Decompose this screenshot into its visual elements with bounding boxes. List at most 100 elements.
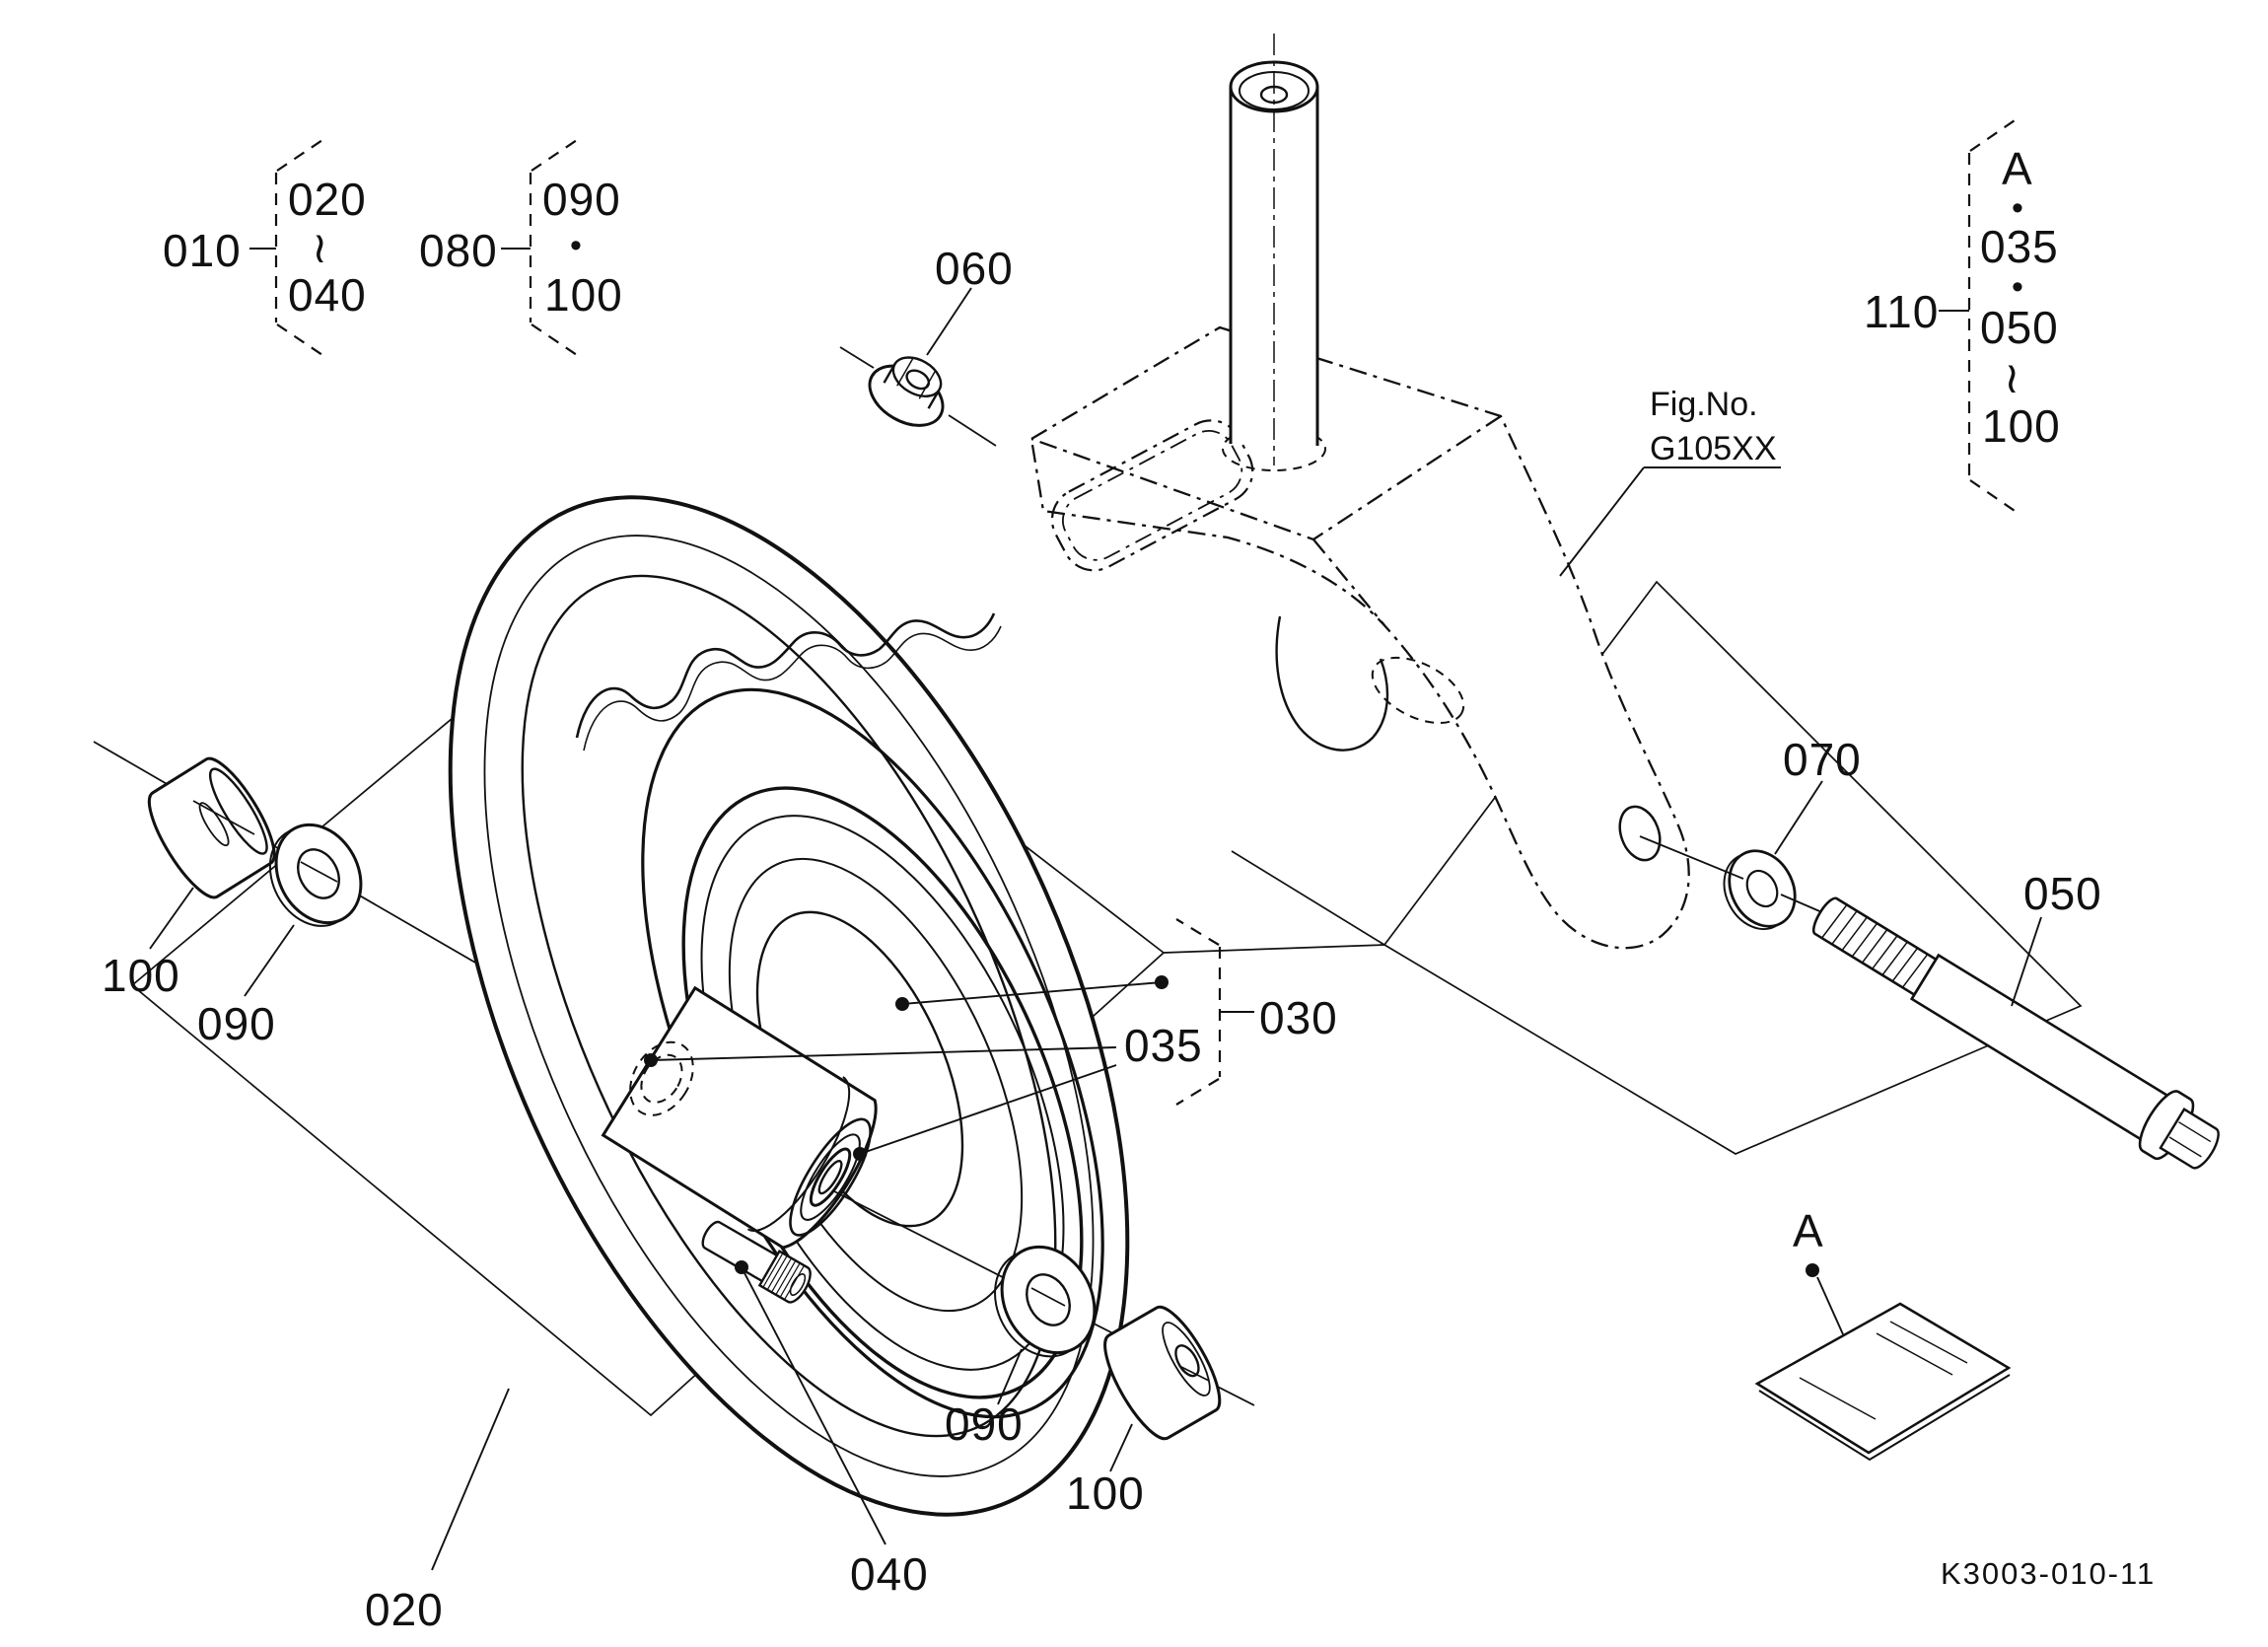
bracket-080 (529, 137, 581, 358)
callout-a-sheet[interactable]: A (1793, 1205, 1824, 1256)
washer-fork-hole (1745, 869, 1779, 908)
callout-060[interactable]: 060 (935, 243, 1014, 294)
callout-020[interactable]: 020 (365, 1584, 444, 1635)
callout-070[interactable]: 070 (1783, 734, 1862, 785)
bearing-outer-race (789, 1117, 872, 1237)
callout-080-item-sep: • (570, 227, 582, 264)
washer-right-hole (1026, 1273, 1071, 1326)
nut-axis-line (839, 346, 997, 447)
callout-110-item-050[interactable]: 050 (1980, 302, 2059, 353)
group-brackets (249, 117, 2019, 1106)
fork-near-prong (1275, 615, 1389, 752)
rim-section-profile (575, 612, 996, 739)
bushing-right (1103, 1305, 1222, 1441)
callout-group-080[interactable]: 080 (419, 225, 498, 276)
valve-cap-knurl (762, 1253, 805, 1300)
stem-body-sides (1229, 87, 1319, 446)
bracket-010 (274, 137, 326, 358)
callout-010-item-040[interactable]: 040 (288, 269, 367, 321)
bearing-inner-race (800, 1133, 861, 1221)
tire-sidewall-edge (521, 574, 1057, 1438)
washer-left (268, 823, 363, 927)
hub-step-arc (746, 1076, 851, 1232)
valve-cap-face (789, 1273, 807, 1296)
drawing-code: K3003-010-11 (1941, 1556, 2156, 1591)
callout-090-right[interactable]: 090 (945, 1398, 1024, 1450)
fork-hidden-axle-hole (1371, 656, 1465, 725)
leader-030 (901, 981, 1163, 1005)
section-panel-notch (1163, 850, 1385, 954)
callout-110-item-a[interactable]: A (2002, 143, 2033, 194)
washer-fork (1723, 849, 1797, 931)
tire-outline (448, 495, 1130, 1517)
bearing-bore-ring (809, 1147, 852, 1207)
dot-030-part (895, 997, 909, 1011)
callout-100-right[interactable]: 100 (1066, 1468, 1145, 1519)
callout-040[interactable]: 040 (850, 1548, 929, 1600)
dot-035-hidden (644, 1053, 658, 1067)
callout-100-left[interactable]: 100 (102, 950, 180, 1001)
bearing-bore (817, 1160, 843, 1195)
fork-side-slot (1050, 419, 1254, 572)
axis-through-left-parts (192, 800, 338, 883)
fig-ref-line1: Fig.No. (1650, 386, 1758, 423)
callout-group-010[interactable]: 010 (163, 225, 242, 276)
callout-group-110[interactable]: 110 (1864, 286, 1939, 337)
rim-section-profile-inner (583, 625, 1002, 752)
sheet-underside (1758, 1374, 2011, 1462)
fig-ref-line2[interactable]: G105XX (1650, 430, 1777, 467)
instruction-sheet (1754, 1302, 2012, 1462)
hidden-bearing-outline (629, 1040, 694, 1116)
sheet-text-lines (1799, 1321, 1968, 1420)
bolt-threaded-end (1811, 896, 1939, 997)
callout-010-item-sep: ≀ (312, 224, 328, 272)
bushing-left (147, 756, 276, 899)
fork-slot-outer (1050, 419, 1254, 572)
callout-090-left[interactable]: 090 (197, 998, 276, 1049)
dot-030-bracket (1155, 975, 1169, 989)
axis-through-right-parts (1030, 1287, 1210, 1382)
bushing-right-bore (1174, 1344, 1200, 1378)
axle-bolt (1811, 896, 2220, 1170)
callout-110-item-035[interactable]: 035 (1980, 221, 2059, 272)
callout-110-item-100[interactable]: 100 (1982, 400, 2061, 452)
washer-right (994, 1245, 1097, 1358)
callout-080-item-090[interactable]: 090 (542, 174, 621, 225)
fork-slot-inner (1062, 429, 1243, 561)
bushing-left-body (147, 756, 276, 899)
washer-left-hole (297, 848, 340, 899)
leader-035-bearing (859, 1064, 1117, 1155)
callout-110-item-sep1: • (2012, 189, 2023, 227)
callout-110-item-sep2: • (2012, 268, 2023, 306)
nut-top (891, 356, 943, 397)
callout-080-item-100[interactable]: 100 (544, 269, 623, 321)
callout-035[interactable]: 035 (1124, 1020, 1203, 1071)
leader-035-hidden-bearing (650, 1046, 1117, 1061)
bushing-left-opening (208, 767, 268, 855)
axle-axis-line (1639, 835, 1825, 914)
bushing-right-chamfer (1162, 1322, 1211, 1396)
leader-dots (644, 975, 1819, 1277)
hidden-bearing-bore (640, 1053, 683, 1104)
leader-fig-no (1559, 466, 1645, 577)
leader-a-sheet (1816, 1276, 1844, 1335)
bolt-hex-head (2159, 1108, 2220, 1170)
tire-tread-shoulder (483, 535, 1095, 1477)
dot-035-visible (853, 1147, 867, 1161)
valve-cap (757, 1250, 812, 1304)
wheel-assembly (448, 495, 1130, 1517)
bracket-030 (1175, 918, 1222, 1106)
callout-030[interactable]: 030 (1259, 992, 1338, 1043)
fork-silhouette (1029, 325, 1690, 950)
callout-050[interactable]: 050 (2023, 868, 2102, 919)
bushing-right-body (1103, 1305, 1222, 1441)
callout-010-item-020[interactable]: 020 (288, 174, 367, 225)
leader-070 (1774, 780, 1823, 855)
bushing-left-cup-bottom (198, 802, 230, 847)
leader-050 (2011, 916, 2042, 1007)
leader-100-left (149, 887, 194, 950)
bolt-shank (1909, 953, 2176, 1145)
fork-axle-hole (1618, 805, 1662, 862)
